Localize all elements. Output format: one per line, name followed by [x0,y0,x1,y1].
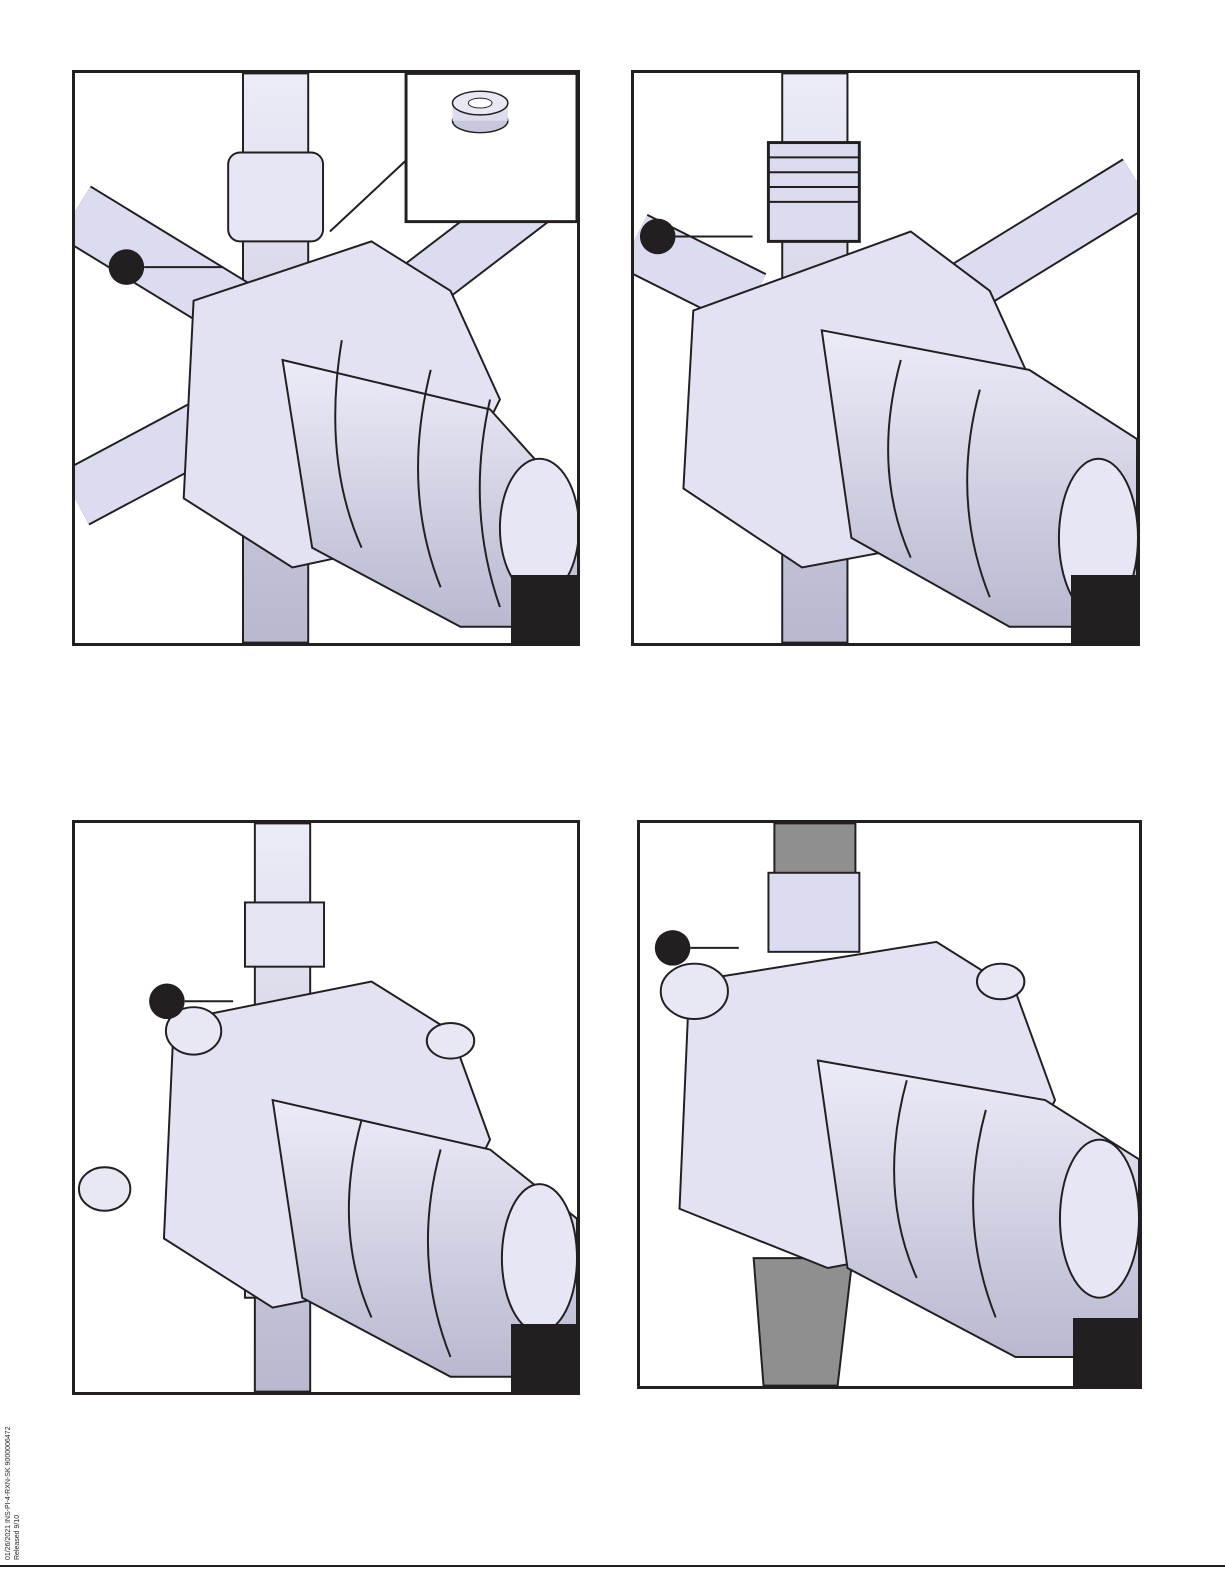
illustration-panel-3 [72,820,580,1395]
valve-illustration-2 [634,73,1137,643]
step-tab [511,575,577,643]
valve-illustration-1 [75,73,577,643]
step-tab [1071,575,1137,643]
illustration-panel-4 [637,820,1142,1389]
document-code: 01/26/2021 INS-PI-4-RXN-SK 9000006472 Re… [4,1427,22,1560]
step-tab [1073,1318,1139,1386]
document-code-line2: Released 9/10 [13,1427,22,1560]
valve-illustration-4 [640,823,1139,1386]
step-tab [511,1324,577,1392]
illustration-panel-1 [72,70,580,646]
footer-rule [0,1565,1225,1567]
valve-illustration-3 [75,823,577,1392]
document-code-line1: 01/26/2021 INS-PI-4-RXN-SK 9000006472 [4,1427,13,1560]
illustration-panel-2 [631,70,1140,646]
